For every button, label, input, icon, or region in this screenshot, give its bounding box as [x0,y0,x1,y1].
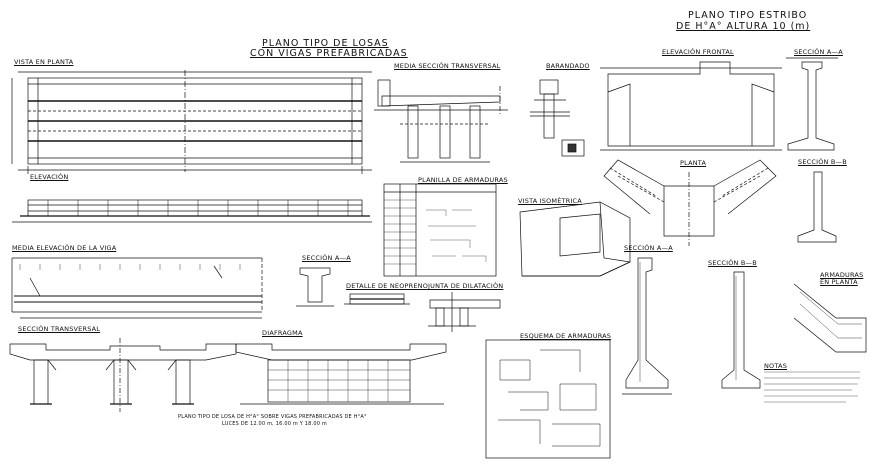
main-title-line2: CON VIGAS PREFABRICADAS [250,48,408,59]
bridge-cross-section [9,338,237,412]
label-media-elevacion-viga: MEDIA ELEVACIÓN DE LA VIGA [12,244,117,252]
label-seccion-bb-mid: SECCIÓN B—B [708,259,757,267]
main-title-line1: PLANO TIPO DE LOSAS [262,38,389,49]
label-barandado: BARANDADO [546,62,590,70]
railing-detail [530,79,585,157]
isometric-view [519,201,631,277]
label-seccion-aa-mid: SECCIÓN A—A [624,244,673,252]
label-seccion-transversal: SECCIÓN TRANSVERSAL [18,325,101,333]
abutment-front-elevation [600,61,782,151]
label-elevacion: ELEVACIÓN [30,173,69,181]
bridge-elevation [12,199,372,223]
notes-block [764,371,860,403]
label-diafragma: DIAFRAGMA [262,329,303,337]
neoprene-detail [344,293,410,305]
label-notas: NOTAS [764,362,788,370]
plan-reinforcement [793,283,867,353]
label-planta: PLANTA [680,159,707,167]
reinforcement-scheme [485,339,611,459]
abutment-section-aa [786,57,838,151]
label-vista-isometrica: VISTA ISOMÉTRICA [518,197,582,205]
abutment-plan [603,159,777,246]
label-media-seccion-transversal: MEDIA SECCIÓN TRANSVERSAL [394,62,501,70]
small-section-aa [296,267,334,307]
rebar-schedule [383,183,497,277]
wall-section-aa [622,257,672,395]
diaphragm-detail [235,343,447,405]
label-esquema-armaduras: ESQUEMA DE ARMADURAS [520,332,612,340]
label-seccion-bb-right: SECCIÓN B—B [798,158,847,166]
right-title-line1: PLANO TIPO ESTRIBO [688,10,808,21]
half-cross-section [374,79,508,163]
deck-plan-view [11,70,372,174]
abutment-section-bb [797,171,837,243]
label-vista-planta: VISTA EN PLANTA [14,58,74,66]
label-seccion-aa-left: SECCIÓN A—A [302,254,351,262]
footer-line1: PLANO TIPO DE LOSA DE H°A° SOBRE VIGAS P… [178,414,367,420]
expansion-joint-detail [428,292,501,332]
label-planilla: PLANILLA DE ARMADURAS [418,176,508,184]
beam-half-elevation [11,257,263,319]
label-detalle-neopreno: DETALLE DE NEOPRENO [346,282,429,290]
label-elevacion-frontal: ELEVACIÓN FRONTAL [662,48,734,56]
wall-section-bb [721,271,761,389]
label-seccion-aa-right: SECCIÓN A—A [794,48,843,56]
footer-line2: LUCES DE 12.00 m, 16.00 m Y 18.00 m [222,421,327,427]
label-armaduras-planta: ARMADURAS EN PLANTA [820,271,864,286]
right-title-line2: DE H°A° ALTURA 10 (m) [676,21,811,32]
label-junta-dilatacion: JUNTA DE DILATACIÓN [428,282,504,290]
